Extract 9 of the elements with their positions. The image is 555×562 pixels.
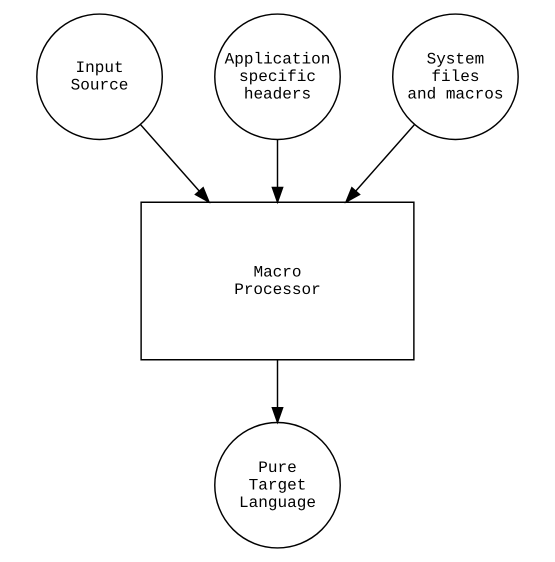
node-circle: Pure Target Language — [214, 422, 341, 549]
node-circle: System files and macros — [392, 13, 519, 140]
node-box: Macro Processor — [140, 202, 415, 360]
arrow — [344, 124, 416, 204]
arrow — [271, 140, 284, 204]
node-circle: Input Source — [36, 13, 163, 140]
arrow — [271, 360, 284, 425]
node-circle: Application specific headers — [214, 13, 341, 140]
arrow — [140, 124, 210, 204]
